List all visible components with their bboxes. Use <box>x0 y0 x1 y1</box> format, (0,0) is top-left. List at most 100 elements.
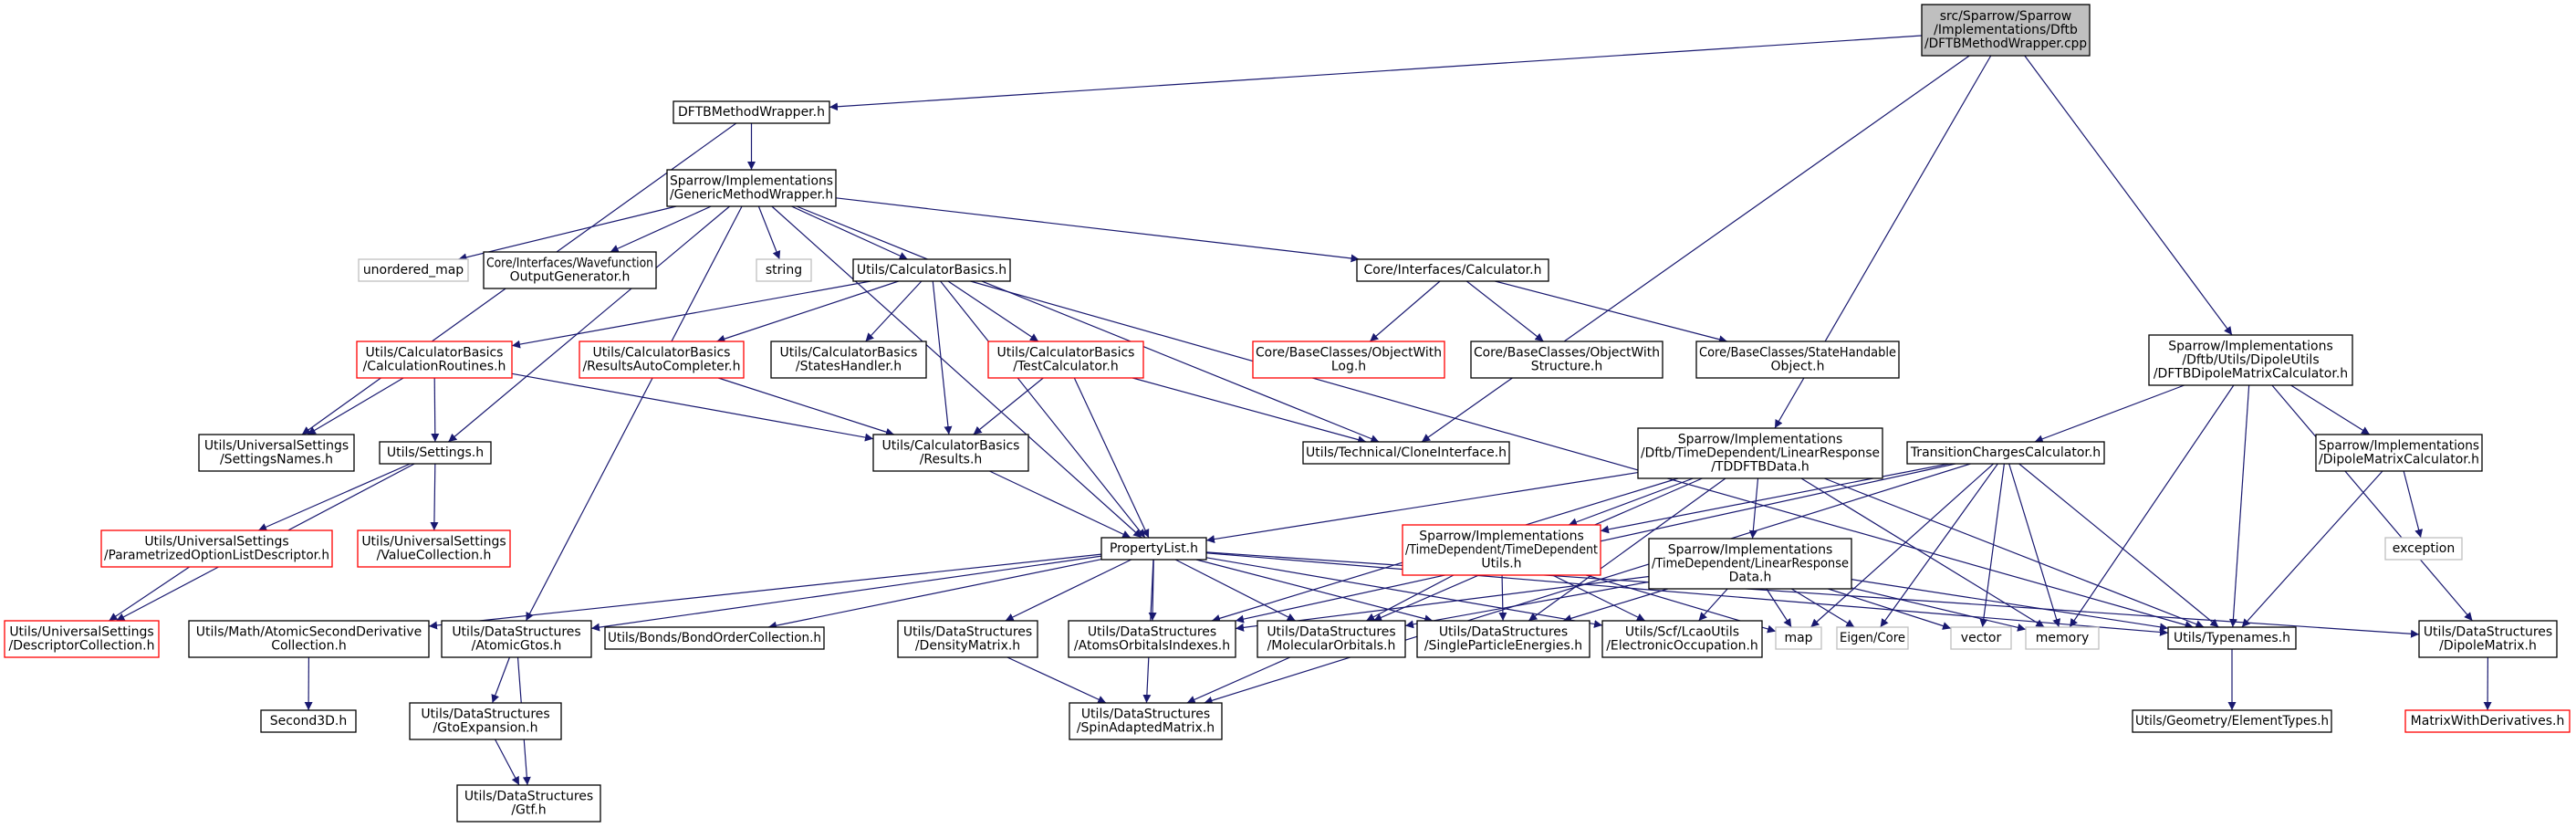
edge-propertylist-to-eloccupation <box>1205 557 1603 628</box>
edge-settings-to-paramoption <box>257 463 411 531</box>
node-box <box>1356 258 1549 282</box>
node-testcalc[interactable]: Utils/CalculatorBasics/TestCalculator.h <box>987 341 1144 379</box>
node-box <box>987 341 1144 379</box>
node-generic[interactable]: Sparrow/Implementations/GenericMethodWra… <box>666 169 837 207</box>
node-box <box>2315 434 2483 472</box>
node-propertylist[interactable]: PropertyList.h <box>1100 537 1207 561</box>
node-molorbitals[interactable]: Utils/DataStructures/MolecularOrbitals.h <box>1257 620 1406 658</box>
edge-propertylist-to-typenames <box>1205 552 2169 636</box>
node-tddftb[interactable]: Sparrow/Implementations/Dftb/TimeDepende… <box>1637 427 1883 479</box>
node-desccoll[interactable]: Utils/UniversalSettings/DescriptorCollec… <box>4 620 160 658</box>
node-gtf[interactable]: Utils/DataStructures/Gtf.h <box>456 784 601 823</box>
node-string[interactable]: string <box>756 258 812 282</box>
node-label-line: Utils/Bonds/BondOrderCollection.h <box>608 631 821 645</box>
node-label-line: Core/BaseClasses/StateHandable <box>1699 346 1896 361</box>
node-bondorder[interactable]: Utils/Bonds/BondOrderCollection.h <box>604 626 825 650</box>
node-unordered_map[interactable]: unordered_map <box>358 258 469 282</box>
node-transcharges[interactable]: TransitionChargesCalculator.h <box>1906 441 2105 465</box>
node-resautocomp[interactable]: Utils/CalculatorBasics/ResultsAutoComple… <box>579 341 745 379</box>
edge-generic-to-string <box>757 205 781 260</box>
node-stateshandler[interactable]: Utils/CalculatorBasics/StatesHandler.h <box>770 341 927 379</box>
node-calcbasics[interactable]: Utils/CalculatorBasics.h <box>852 258 1011 282</box>
node-secondderiv[interactable]: Utils/Math/AtomicSecondDerivativeCollect… <box>188 620 430 658</box>
node-box <box>1836 626 1909 650</box>
edge-transcharges-to-memory <box>2008 463 2061 628</box>
node-calcif[interactable]: Core/Interfaces/Calculator.h <box>1356 258 1549 282</box>
node-calcroutines[interactable]: Utils/CalculatorBasics/CalculationRoutin… <box>356 341 513 379</box>
node-box <box>673 100 830 124</box>
edge-lrdata-to-vector <box>1828 588 1952 630</box>
node-eloccupation[interactable]: Utils/Scf/LcaoUtils/ElectronicOccupation… <box>1601 620 1763 658</box>
edge-generic-to-wavefn <box>610 205 712 253</box>
node-label-line: /CalculationRoutines.h <box>363 360 506 374</box>
edge-calcbasics-to-results <box>932 280 953 435</box>
node-label-line: map <box>1784 631 1812 645</box>
node-box <box>1648 538 1852 590</box>
node-label-line: /ElectronicOccupation.h <box>1606 639 1758 654</box>
node-elementtypes[interactable]: Utils/Geometry/ElementTypes.h <box>2132 709 2332 733</box>
node-densitymat[interactable]: Utils/DataStructures/DensityMatrix.h <box>897 620 1038 658</box>
node-label-line: OutputGenerator.h <box>510 270 631 285</box>
node-dipolecalc[interactable]: Sparrow/Implementations/DipoleMatrixCalc… <box>2315 434 2483 472</box>
node-exception[interactable]: exception <box>2384 537 2463 561</box>
node-box <box>1302 441 1510 465</box>
edge-transcharges-to-typenames <box>2018 463 2219 628</box>
node-tdutils[interactable]: Sparrow/Implementations/TimeDependent/Ti… <box>1402 524 1601 576</box>
node-dipolematrix[interactable]: Utils/DataStructures/DipoleMatrix.h <box>2418 620 2558 658</box>
node-lrdata[interactable]: Sparrow/Implementations/TimeDependent/Li… <box>1648 538 1852 590</box>
node-second3d[interactable]: Second3D.h <box>260 709 357 733</box>
node-spenergies[interactable]: Utils/DataStructures/SingleParticleEnerg… <box>1416 620 1590 658</box>
node-typenames[interactable]: Utils/Typenames.h <box>2167 626 2297 650</box>
node-settings[interactable]: Utils/Settings.h <box>379 441 492 465</box>
node-results[interactable]: Utils/CalculatorBasics/Results.h <box>872 434 1029 472</box>
node-label-line: Data.h <box>1729 571 1772 585</box>
node-dftbwrap[interactable]: DFTBMethodWrapper.h <box>673 100 830 124</box>
node-gtoexp[interactable]: Utils/DataStructures/GtoExpansion.h <box>409 702 562 740</box>
node-box <box>1906 441 2105 465</box>
node-valuecoll[interactable]: Utils/UniversalSettings/ValueCollection.… <box>357 529 511 568</box>
node-label-line: /GenericMethodWrapper.h <box>670 188 833 203</box>
node-label-line: Sparrow/Implementations <box>2319 439 2479 454</box>
node-box <box>604 626 825 650</box>
node-label-line: /TestCalculator.h <box>1013 360 1118 374</box>
node-clone[interactable]: Utils/Technical/CloneInterface.h <box>1302 441 1510 465</box>
node-label-line: Utils/DataStructures <box>452 625 580 640</box>
node-label-line: Utils/CalculatorBasics.h <box>857 263 1006 278</box>
node-label-line: unordered_map <box>363 263 464 278</box>
node-wavefn[interactable]: Core/Interfaces/WavefunctionOutputGenera… <box>483 251 657 289</box>
edge-propertylist-to-aoindexes <box>1148 559 1157 622</box>
node-paramoption[interactable]: Utils/UniversalSettings/ParametrizedOpti… <box>100 529 333 568</box>
node-box <box>1637 427 1883 479</box>
node-box <box>1416 620 1590 658</box>
node-eigen[interactable]: Eigen/Core <box>1836 626 1909 650</box>
node-label-line: /DipoleMatrix.h <box>2439 639 2537 654</box>
node-map[interactable]: map <box>1775 626 1822 650</box>
node-label-line: /SingleParticleEnergies.h <box>1424 639 1582 654</box>
edge-calcbasics-to-propertylist <box>940 280 1146 539</box>
node-vector[interactable]: vector <box>1950 626 2012 650</box>
node-label-line: Utils/DataStructures <box>903 625 1032 640</box>
node-spinadapted[interactable]: Utils/DataStructures/SpinAdaptedMatrix.h <box>1069 702 1223 740</box>
edge-calcif-to-objlog <box>1369 280 1441 342</box>
node-box <box>441 620 592 658</box>
edge-molorbitals-to-spinadapted <box>1186 656 1291 704</box>
node-settingsnames[interactable]: Utils/UniversalSettings/SettingsNames.h <box>198 434 355 472</box>
node-aoindexes[interactable]: Utils/DataStructures/AtomsOrbitalsIndexe… <box>1068 620 1236 658</box>
node-label-line: /Results.h <box>920 453 983 467</box>
node-matrixderiv[interactable]: MatrixWithDerivatives.h <box>2404 709 2571 733</box>
node-box <box>852 258 1011 282</box>
edge-generic-to-propertylist <box>771 205 1142 539</box>
edge-lrdata-to-aoindexes <box>1235 575 1650 632</box>
node-label-line: Utils/DataStructures <box>1088 625 1216 640</box>
node-atomicgtos[interactable]: Utils/DataStructures/AtomicGtos.h <box>441 620 592 658</box>
node-memory[interactable]: memory <box>2025 626 2100 650</box>
edge-propertylist-to-molorbitals <box>1174 559 1296 622</box>
node-dipolematcalc[interactable]: Sparrow/Implementations/Dftb/Utils/Dipol… <box>2148 334 2353 386</box>
edge-propertylist-to-spenergies <box>1195 559 1434 624</box>
node-box <box>897 620 1038 658</box>
node-box <box>1921 4 2091 57</box>
edge-lrdata-to-eigen <box>1790 588 1855 628</box>
